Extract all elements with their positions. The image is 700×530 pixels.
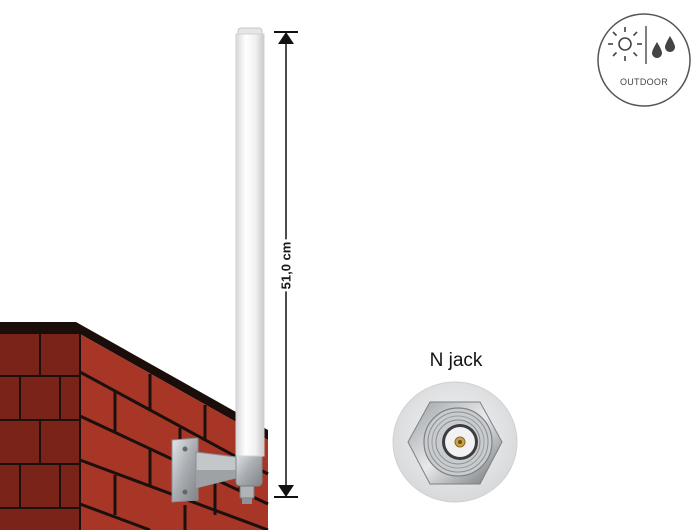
brick-wall: [0, 322, 269, 530]
outdoor-badge: [597, 13, 691, 107]
raindrops-icon: [652, 36, 675, 58]
wall-bracket: [171, 437, 263, 504]
connector-label: N jack: [429, 350, 483, 371]
dimension-text: 51,0 cm: [278, 239, 294, 291]
outdoor-label: OUTDOOR: [619, 77, 669, 87]
antenna-pole: [235, 27, 265, 457]
height-dimension-label: 51,0 cm: [272, 234, 300, 296]
n-jack-connector-image: [392, 381, 518, 503]
sun-icon: [608, 27, 642, 61]
